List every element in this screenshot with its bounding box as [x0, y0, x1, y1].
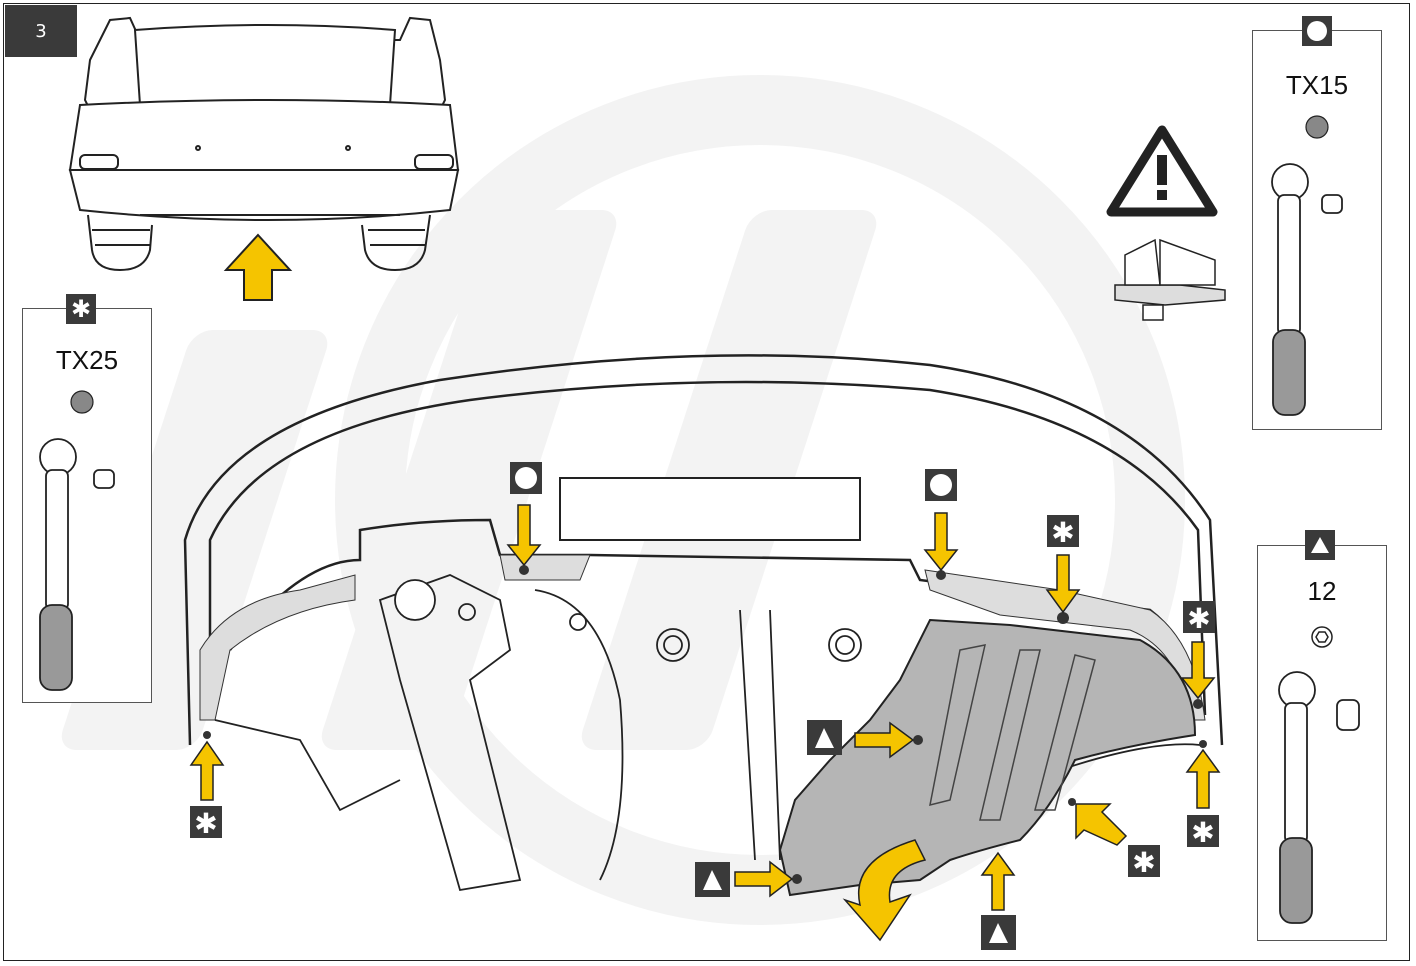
- tool-size-label: 12: [1307, 576, 1337, 606]
- hex-socket-icon: [1311, 626, 1333, 648]
- ratchet-wrench-icon: [1278, 671, 1360, 924]
- car-rear-view: [68, 16, 460, 272]
- symbol-markers: [190, 462, 1219, 950]
- pointing-arrow-car: [223, 233, 293, 301]
- circle-symbol-icon: [1302, 16, 1332, 46]
- tool-size-label: TX15: [1285, 70, 1349, 100]
- warning-icon: [1106, 125, 1218, 217]
- svg-text:✱: ✱: [1051, 516, 1074, 549]
- asterisk-glyphs: ✱ ✱ ✱ ✱ ✱: [194, 516, 1214, 879]
- ratchet-wrench-icon: [1271, 163, 1343, 416]
- tool-size-label: TX25: [55, 345, 119, 375]
- fastener-points: [203, 565, 1207, 884]
- tool-panel-12: [1257, 545, 1387, 941]
- svg-text:✱: ✱: [194, 807, 217, 840]
- svg-text:✱: ✱: [1187, 602, 1210, 635]
- diagram-frame: [3, 3, 1410, 961]
- triangle-symbol-icon: [1305, 530, 1335, 560]
- svg-text:✱: ✱: [1191, 816, 1214, 849]
- clip-fastener-icon: [1114, 238, 1226, 321]
- step-number: 3: [5, 5, 77, 57]
- torx-bit-icon: [70, 115, 1329, 414]
- underride-panel: [778, 618, 1197, 897]
- ratchet-wrench-icon: [39, 438, 115, 691]
- svg-text:✱: ✱: [1132, 846, 1155, 879]
- asterisk-symbol-icon: ✱: [66, 294, 96, 324]
- pointing-arrows: [189, 504, 1221, 942]
- underbody-parts: [214, 574, 1201, 892]
